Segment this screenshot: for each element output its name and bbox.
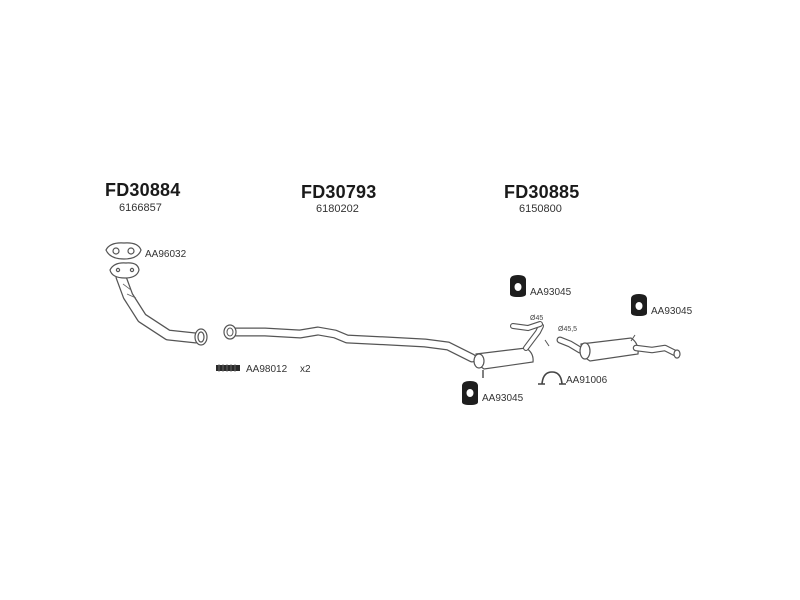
middle-pipe[interactable] <box>223 324 477 363</box>
rubber-hanger-rear[interactable] <box>631 294 647 316</box>
section-number: 6180202 <box>316 203 359 215</box>
diameter-label: Ø45,5 <box>558 326 578 333</box>
rubber-hanger-center-bottom[interactable] <box>462 381 478 405</box>
section-number: 6150800 <box>519 203 562 215</box>
part-ref-bolt-qty: x2 <box>300 364 311 375</box>
part-ref-clamp: AA91006 <box>566 375 608 386</box>
bolt[interactable] <box>216 364 240 372</box>
rear-silencer[interactable] <box>556 334 681 362</box>
part-ref-hanger: AA93045 <box>651 306 693 317</box>
section-code: FD30884 <box>105 180 181 200</box>
front-downpipe[interactable] <box>109 262 208 346</box>
diameter-label: Ø45 <box>530 315 544 322</box>
rubber-hanger-center-top[interactable] <box>510 275 526 297</box>
part-ref-bolt: AA98012 <box>246 364 288 375</box>
part-ref-gasket: AA96032 <box>145 249 187 260</box>
center-silencer[interactable] <box>473 321 550 378</box>
gasket[interactable] <box>105 242 142 260</box>
section-code: FD30885 <box>504 182 580 202</box>
part-ref-hanger: AA93045 <box>530 287 572 298</box>
section-number: 6166857 <box>119 202 162 214</box>
part-ref-hanger: AA93045 <box>482 393 524 404</box>
clamp[interactable] <box>538 371 566 385</box>
section-code: FD30793 <box>301 182 377 202</box>
